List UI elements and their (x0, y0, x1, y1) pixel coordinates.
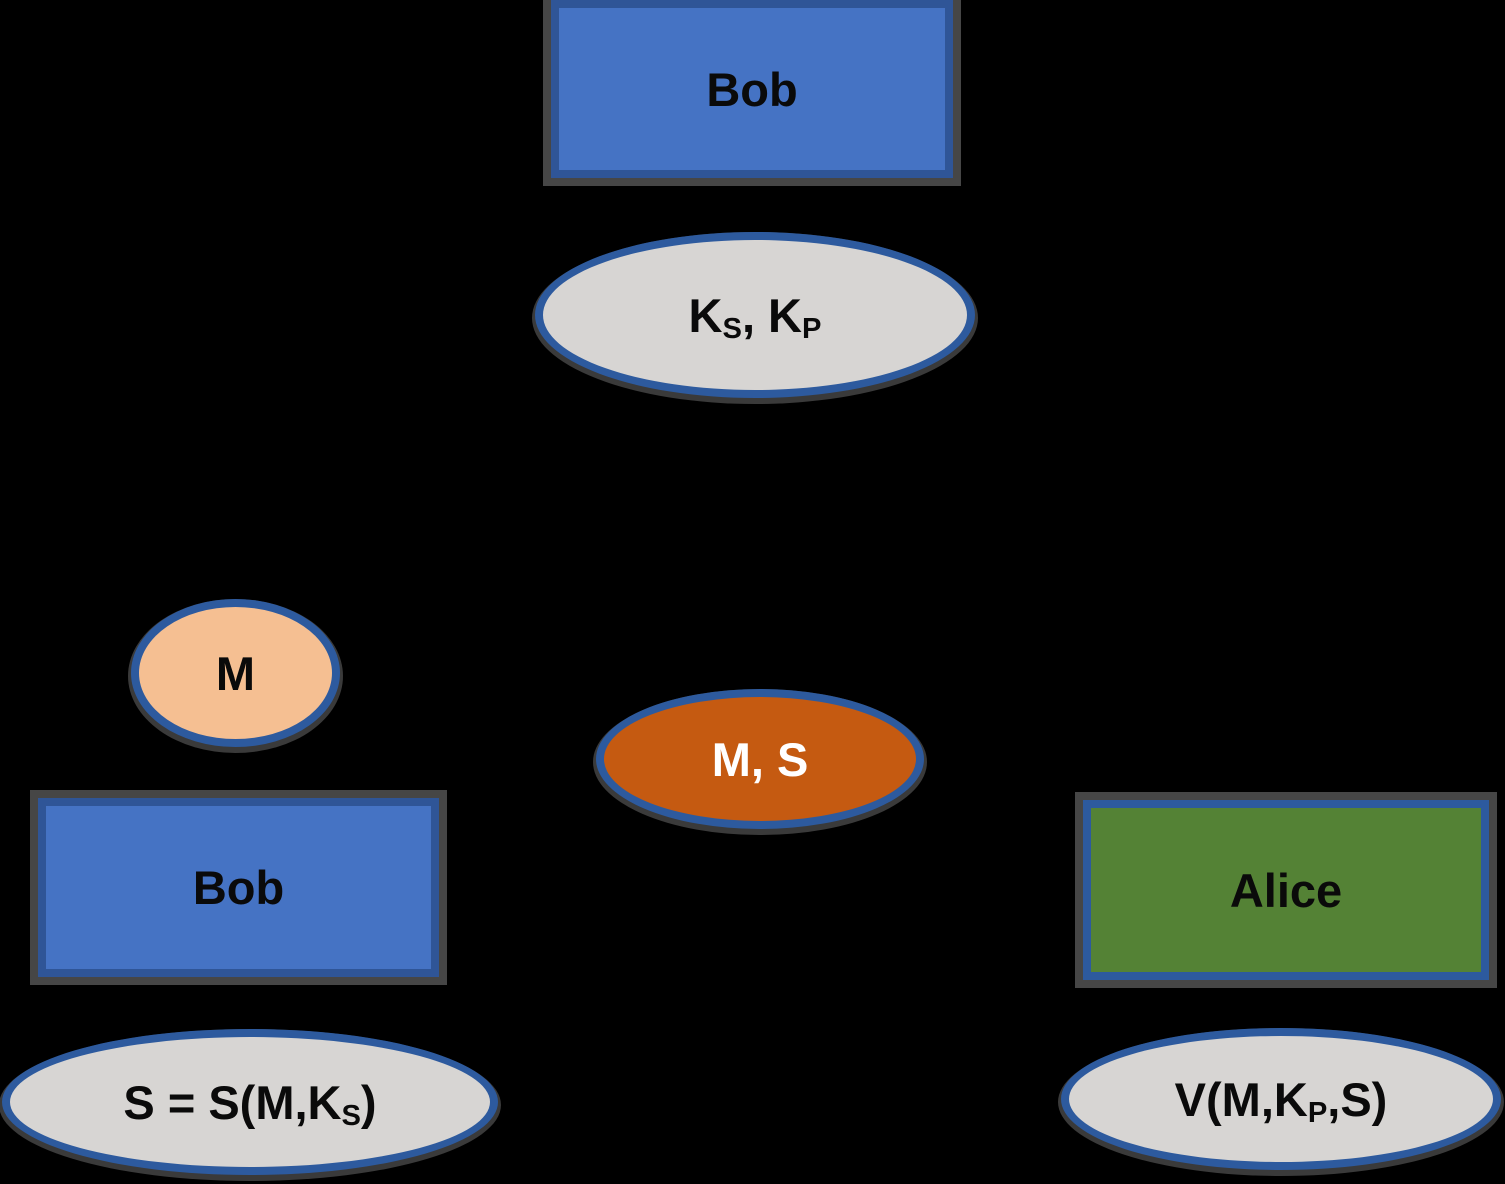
signature-label-subscript: S (341, 1100, 361, 1133)
message-label: M (215, 646, 256, 700)
bob-sender-box: Bob (551, 0, 953, 178)
bob-signer-label: Bob (192, 861, 285, 914)
message-signature-label: M, S (711, 732, 809, 786)
key-pair-label-part: , K (741, 288, 802, 342)
verification-label-subscript: P (1307, 1097, 1328, 1130)
alice-label: Alice (1229, 863, 1343, 917)
alice-box: Alice (1083, 800, 1489, 980)
signature-ellipse: S = S(M,KS) (2, 1029, 498, 1175)
bob-signer-box: Bob (38, 798, 439, 977)
signature-label-part: S = S(M,K (123, 1075, 342, 1129)
verification-ellipse: V(M,KP,S) (1061, 1028, 1501, 1170)
key-pair-label-part: K (688, 288, 723, 342)
message-ellipse: M (131, 599, 340, 747)
verification-label-part: ,S) (1327, 1072, 1388, 1126)
message-signature-ellipse: M, S (596, 689, 924, 829)
bob-sender-label: Bob (706, 62, 798, 116)
key-pair-label-subscript: S (722, 313, 742, 346)
key-pair-ellipse: KS, KP (535, 232, 975, 398)
verification-label-part: V(M,K (1174, 1072, 1308, 1126)
signature-label: S = S(M,KS) (123, 1075, 377, 1132)
key-pair-label: KS, KP (688, 288, 822, 345)
signature-label-part: ) (360, 1075, 377, 1129)
key-pair-label-subscript: P (802, 313, 822, 346)
verification-label: V(M,KP,S) (1174, 1072, 1388, 1129)
